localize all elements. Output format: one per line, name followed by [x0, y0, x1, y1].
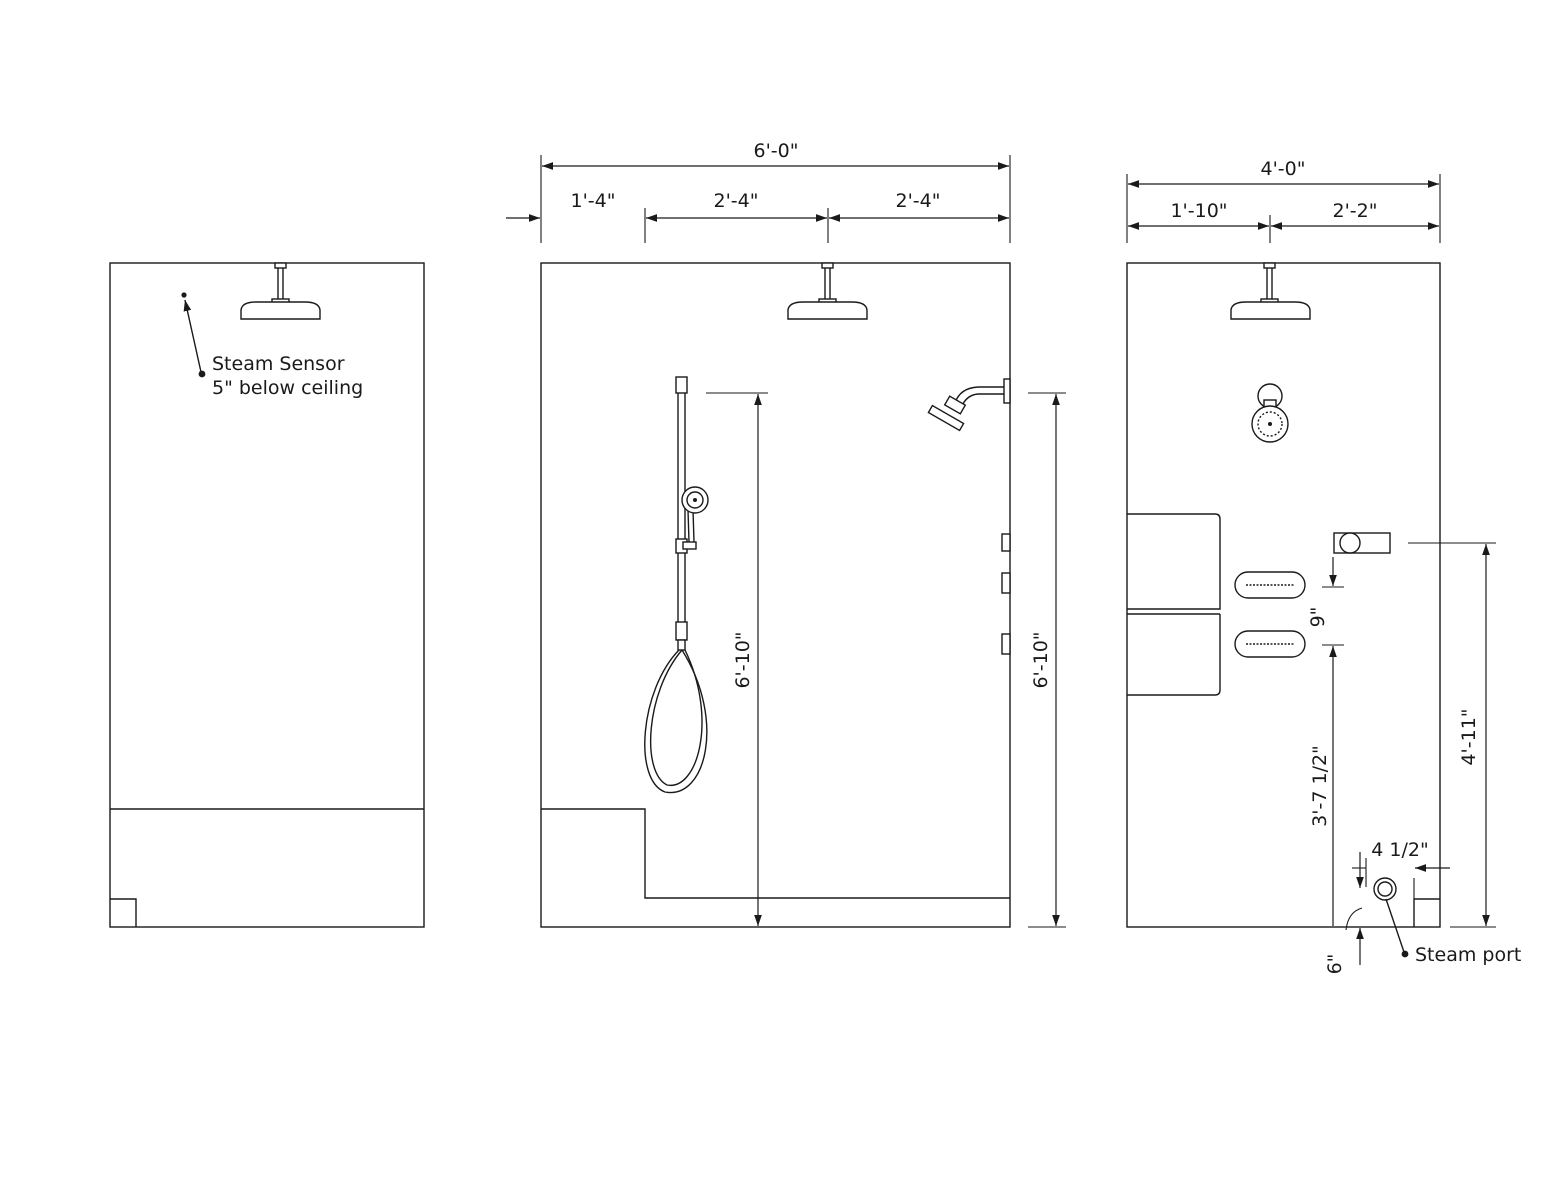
- control-height-label: 4'-11": [1458, 708, 1480, 765]
- port-offset-label: 4 1/2": [1371, 839, 1428, 861]
- steam-sensor-label: Steam Sensor: [212, 353, 345, 375]
- slide-bar-icon: [675, 376, 697, 651]
- side-right-label: 2'-2": [1333, 200, 1378, 222]
- shower-hose-icon: [644, 649, 708, 794]
- wall-showerhead-icon: [927, 378, 1011, 432]
- front-bench-outline: [541, 808, 1010, 899]
- side-elevation: 4'-0" 1'-10" 2'-2": [1126, 158, 1521, 975]
- rain-showerhead-icon: [240, 262, 321, 320]
- port-height-label: 6": [1324, 954, 1346, 975]
- showerhead-height-label: 6'-10": [1030, 631, 1052, 688]
- handshower-height-label: 6'-10": [732, 631, 754, 688]
- jet-spacing-label: 9": [1307, 607, 1329, 628]
- hand-shower-icon: [681, 486, 709, 543]
- lower-jet-height-label: 3'-7 1/2": [1309, 745, 1331, 827]
- side-corner-detail: [1413, 898, 1440, 927]
- body-jet-icon: [1001, 533, 1011, 655]
- steam-port-icon: [1373, 877, 1397, 901]
- side-wall-outline: [1126, 262, 1441, 928]
- front-elevation: 6'-0" 1'-4" 2'-4" 2'-4": [506, 140, 1066, 928]
- left-corner-drain: [110, 898, 137, 927]
- steam-sensor-sublabel: 5" below ceiling: [212, 377, 363, 399]
- steam-port-label: Steam port: [1415, 944, 1521, 966]
- body-jet-icon: [1234, 571, 1306, 599]
- body-jet-icon: [1234, 630, 1306, 658]
- front-overall-label: 6'-0": [754, 140, 799, 162]
- side-overall-label: 4'-0": [1261, 158, 1306, 180]
- rain-showerhead-icon: [1230, 262, 1311, 320]
- side-left-label: 1'-10": [1170, 200, 1227, 222]
- steam-sensor-icon: [181, 292, 206, 378]
- front-wall-outline: [540, 262, 1011, 928]
- front-right-label: 2'-4": [896, 190, 941, 212]
- rain-showerhead-icon: [787, 262, 868, 320]
- front-middle-label: 2'-4": [714, 190, 759, 212]
- bench-icon: [1127, 513, 1221, 696]
- steam-control-icon: [1333, 532, 1391, 554]
- front-offset-label: 1'-4": [571, 190, 616, 212]
- wall-showerhead-icon: [1251, 383, 1289, 443]
- left-elevation: Steam Sensor 5" below ceiling: [109, 262, 425, 928]
- left-wall-outline: [109, 262, 425, 928]
